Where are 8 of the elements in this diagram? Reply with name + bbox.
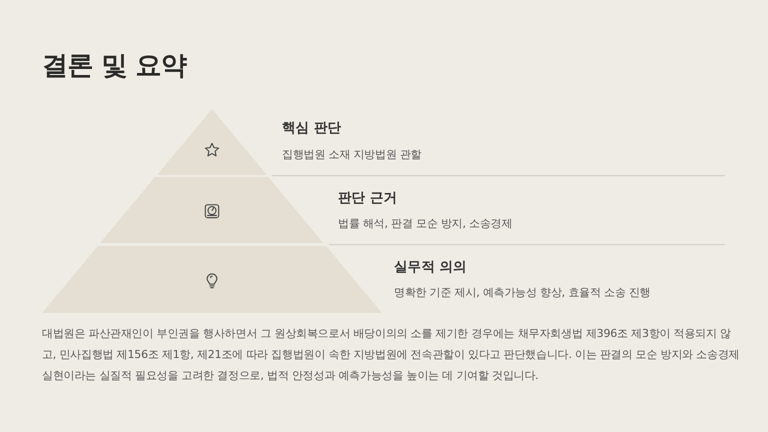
tier-heading: 판단 근거 bbox=[338, 190, 398, 207]
tier-heading: 핵심 판단 bbox=[282, 120, 342, 137]
tier-description: 명확한 기준 제시, 예측가능성 향상, 효율적 소송 진행 bbox=[394, 285, 650, 300]
tier-heading: 실무적 의의 bbox=[394, 259, 467, 276]
slide-title: 결론 및 요약 bbox=[42, 50, 187, 83]
tier-description: 법률 해석, 판결 모순 방지, 소송경제 bbox=[338, 216, 512, 231]
tier-description: 집행법원 소재 지방법원 관할 bbox=[282, 147, 422, 162]
summary-paragraph: 대법원은 파산관재인이 부인권을 행사하면서 그 원상회복으로서 배당이의의 소를 제기한 경우에는 채무자회생법 제396조 제3항이 적용되지 않고, 민사집행법 제156조 제1항, 제21조에 따라 집행법원이 속한 지방법원에 전속관할이 있다고 판단했습니다. 이는 판결의 모순 방지와 소송경제 실현이라는 실질적 필요성을 고려한 결정으로, 법적 안정성과 예측가능성을 높이는 데 기여할 것입니다. bbox=[42, 326, 740, 384]
